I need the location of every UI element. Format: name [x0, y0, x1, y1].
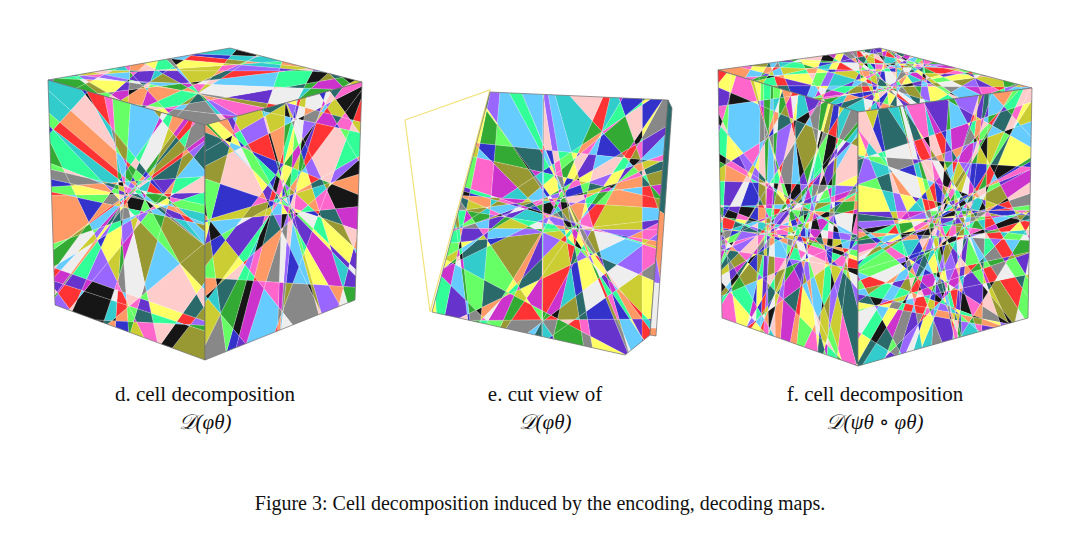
cube-right-face — [205, 82, 362, 360]
cell-polygon — [914, 66, 918, 67]
cell-polygon — [642, 207, 659, 221]
cube-left-face — [48, 80, 205, 360]
cut-face — [432, 92, 668, 355]
cell-polygon — [115, 321, 128, 332]
cell-polygon — [650, 328, 657, 336]
